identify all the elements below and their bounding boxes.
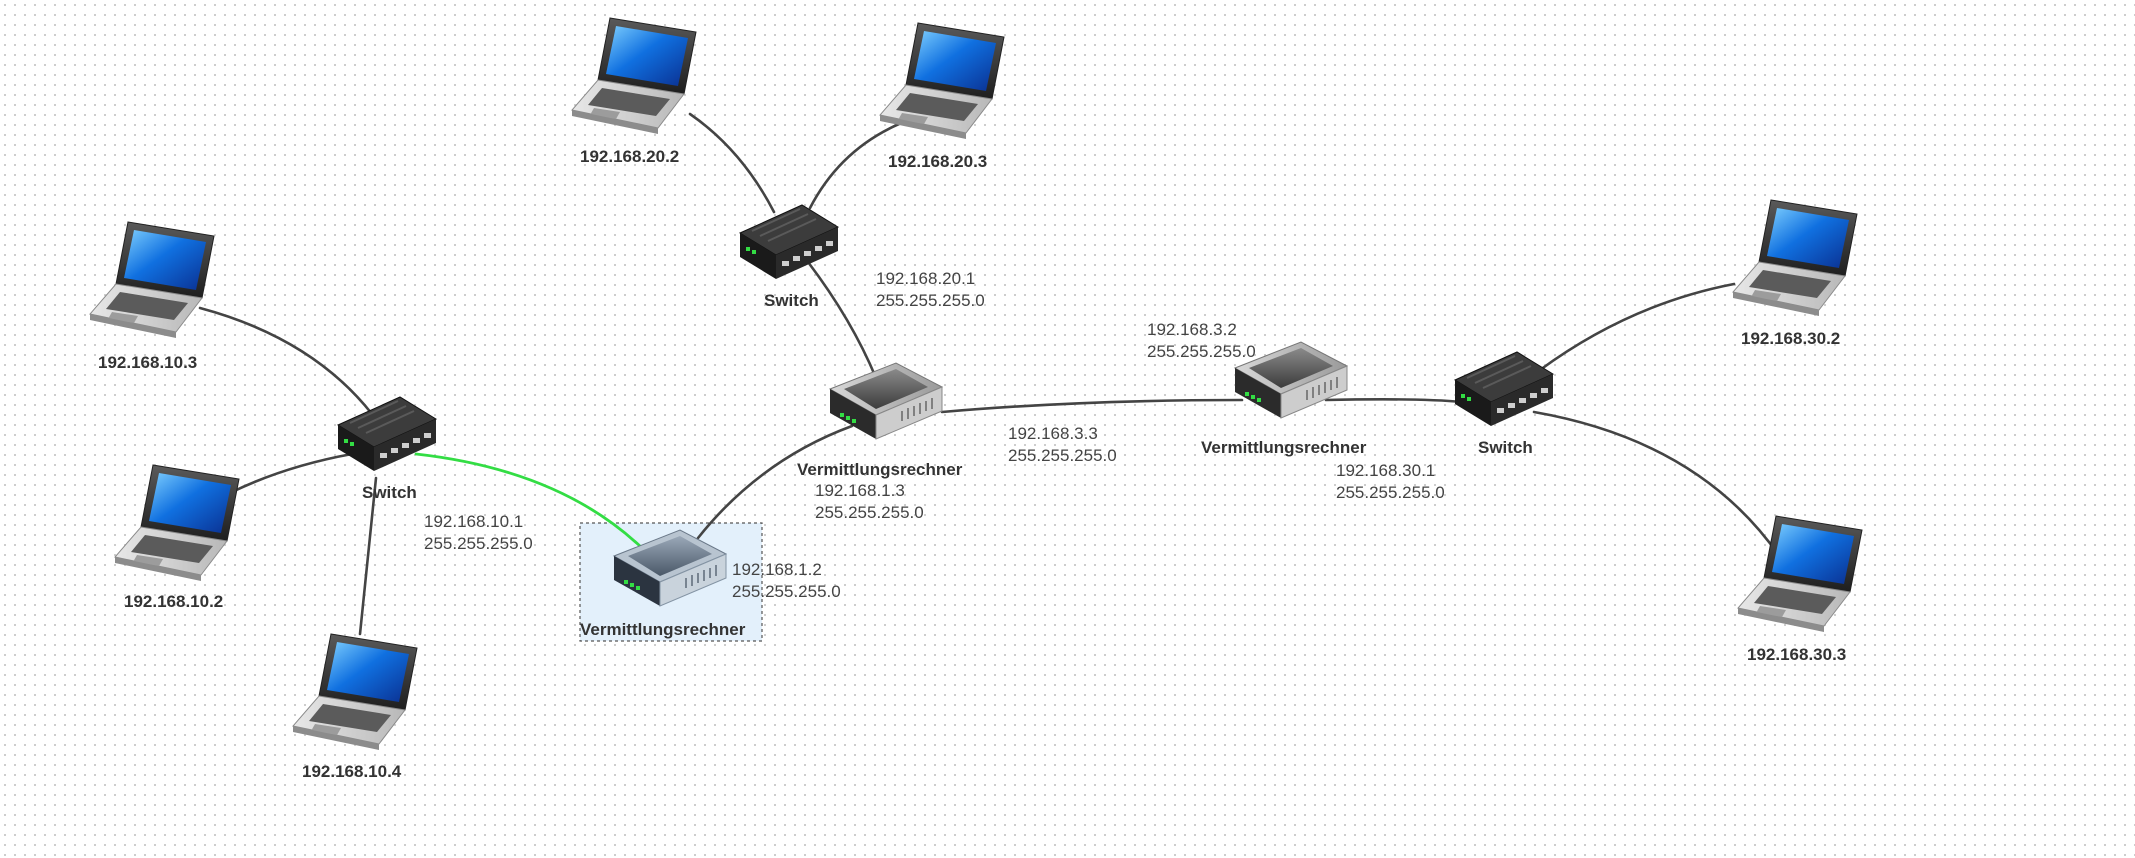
laptop-label-10-2: 192.168.10.2 <box>124 592 224 611</box>
link-laptop-10-2-switch-left[interactable] <box>230 452 354 494</box>
router-3-interface-30-mask: 255.255.255.0 <box>1336 483 1445 502</box>
laptop-192-168-30-3[interactable] <box>1737 515 1863 633</box>
link-router-1-router-2[interactable] <box>696 424 854 540</box>
router-2-interface-20-mask: 255.255.255.0 <box>876 291 985 310</box>
link-laptop-10-4-switch-left[interactable] <box>358 476 378 636</box>
link-switch-top-router-2[interactable] <box>806 260 878 380</box>
switch-left[interactable] <box>337 396 437 472</box>
router-2-interface-20-ip: 192.168.20.1 <box>876 269 976 288</box>
laptop-label-20-2: 192.168.20.2 <box>580 147 680 166</box>
switch-top-label: Switch <box>764 291 819 310</box>
router-2-interface-3-mask: 255.255.255.0 <box>1008 446 1117 465</box>
laptop-192-168-30-2[interactable] <box>1732 199 1858 317</box>
laptop-192-168-10-3[interactable] <box>89 221 215 339</box>
link-switch-right-laptop-30-3[interactable] <box>1532 410 1788 568</box>
link-laptop-20-3-switch-top[interactable] <box>808 122 901 210</box>
link-switch-right-laptop-30-2[interactable] <box>1538 282 1736 372</box>
router-1-label: Vermittlungsrechner <box>580 620 746 639</box>
router-3-interface-3: 192.168.3.2 255.255.255.0 <box>1147 319 1256 363</box>
switch-left-label: Switch <box>362 483 417 502</box>
laptop-label-30-3: 192.168.30.3 <box>1747 645 1847 664</box>
laptop-label-30-2: 192.168.30.2 <box>1741 329 1841 348</box>
switch-right-label: Switch <box>1478 438 1533 457</box>
router-2-interface-1-mask: 255.255.255.0 <box>815 503 924 522</box>
router-1-interface-1: 192.168.1.2 255.255.255.0 <box>732 559 841 603</box>
router-2-interface-1-ip: 192.168.1.3 <box>815 481 905 500</box>
laptop-192-168-10-2[interactable] <box>114 464 240 582</box>
link-router-3-switch-right[interactable] <box>1324 398 1464 404</box>
link-laptop-10-3-switch-left[interactable] <box>198 306 374 416</box>
laptop-192-168-10-4[interactable] <box>292 633 418 751</box>
router-2-interface-1: 192.168.1.3 255.255.255.0 <box>815 480 924 524</box>
laptop-192-168-20-3[interactable] <box>879 22 1005 140</box>
laptop-192-168-20-2[interactable] <box>571 17 697 135</box>
laptop-label-10-3: 192.168.10.3 <box>98 353 198 372</box>
router-1-interface-10-ip: 192.168.10.1 <box>424 512 524 531</box>
router-2-label: Vermittlungsrechner <box>797 460 963 479</box>
laptop-label-20-3: 192.168.20.3 <box>888 152 988 171</box>
switch-right[interactable] <box>1454 351 1554 427</box>
link-laptop-20-2-switch-top[interactable] <box>688 112 776 214</box>
router-2-interface-20: 192.168.20.1 255.255.255.0 <box>876 268 985 312</box>
router-2-interface-3-ip: 192.168.3.3 <box>1008 424 1098 443</box>
link-switch-left-router-1-active[interactable] <box>414 452 644 550</box>
switch-top[interactable] <box>739 204 839 280</box>
router-3-interface-30: 192.168.30.1 255.255.255.0 <box>1336 460 1445 504</box>
router-2-interface-3: 192.168.3.3 255.255.255.0 <box>1008 423 1117 467</box>
router-1-interface-10-mask: 255.255.255.0 <box>424 534 533 553</box>
router-1-interface-1-mask: 255.255.255.0 <box>732 582 841 601</box>
laptop-label-10-4: 192.168.10.4 <box>302 762 402 781</box>
router-3-label: Vermittlungsrechner <box>1201 438 1367 457</box>
router-3-interface-30-ip: 192.168.30.1 <box>1336 461 1436 480</box>
router-3-interface-3-ip: 192.168.3.2 <box>1147 320 1237 339</box>
link-router-2-router-3[interactable] <box>940 398 1244 414</box>
router-3-interface-3-mask: 255.255.255.0 <box>1147 342 1256 361</box>
router-1-interface-1-ip: 192.168.1.2 <box>732 560 822 579</box>
router-1-interface-10: 192.168.10.1 255.255.255.0 <box>424 511 533 555</box>
